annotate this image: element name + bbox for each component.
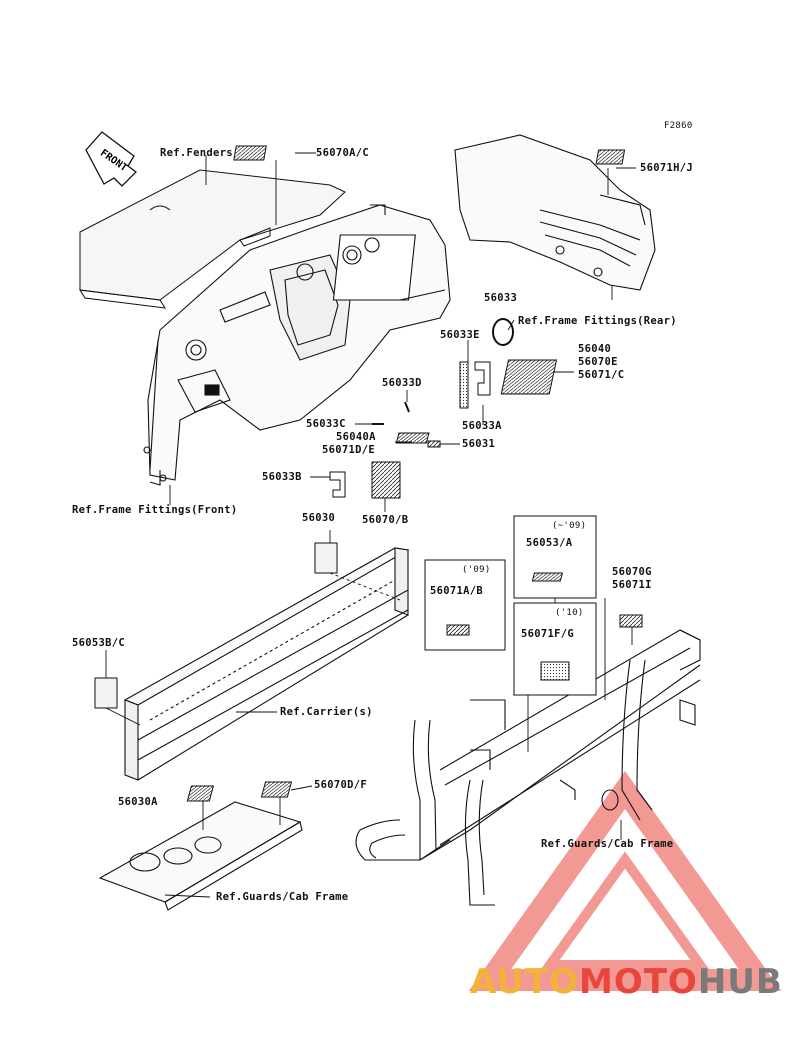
label-ref-guards-bottom: Ref.Guards/Cab Frame: [216, 891, 349, 903]
decal-56053bc: [94, 677, 118, 709]
label-box3-year: ('10): [555, 608, 584, 618]
watermark-part1: AUTO: [470, 962, 579, 1002]
label-56070g: 56070G: [612, 566, 652, 578]
tag-56031: [427, 440, 441, 448]
plate-56040a: [395, 432, 430, 444]
label-56070b: 56070/B: [362, 514, 409, 526]
label-ref-frame-rear: Ref.Frame Fittings(Rear): [518, 315, 677, 327]
label-box1-year: (~'09): [552, 521, 587, 531]
ring-56033: [492, 318, 514, 346]
decal-56070df: [260, 781, 293, 798]
label-56040a: 56040A: [336, 431, 376, 443]
watermark-part2: MOTO: [578, 962, 698, 1002]
label-56033e: 56033E: [440, 329, 480, 341]
decal-56070b: [371, 461, 401, 499]
bracket-56033a: [474, 361, 491, 396]
label-ref-carrier: Ref.Carrier(s): [280, 706, 373, 718]
label-56033: 56033: [484, 292, 518, 304]
watermark-part3: HUB: [697, 962, 783, 1002]
watermark-triangle-icon: [468, 771, 782, 991]
label-56031: 56031: [462, 438, 496, 450]
label-56053a: 56053/A: [526, 537, 573, 549]
fender-panel: [79, 169, 346, 309]
decal-56070ac: [233, 145, 267, 161]
dashboard-assembly: [143, 204, 451, 486]
label-56070df: 56070D/F: [314, 779, 367, 791]
label-56033b: 56033B: [262, 471, 302, 483]
label-56071fg: 56071F/G: [521, 628, 574, 640]
tag-56033d: [404, 401, 410, 413]
cab-frame-tubes: [355, 629, 701, 906]
label-56053bc: 56053B/C: [72, 637, 125, 649]
label-56071de: 56071D/E: [322, 444, 375, 456]
label-ref-fenders: Ref.Fenders: [160, 147, 233, 159]
watermark-logo: AUTOMOTOHUB: [470, 962, 783, 1002]
cargo-bed-wall: [123, 547, 410, 781]
label-56030a: 56030A: [118, 796, 158, 808]
front-arrow-icon: FRONT: [85, 131, 137, 187]
label-56033d: 56033D: [382, 377, 422, 389]
label-56040: 56040: [578, 343, 612, 355]
label-56030: 56030: [302, 512, 336, 524]
floor-plate: [98, 801, 303, 911]
label-56033c: 56033C: [306, 418, 346, 430]
label-box2-year: ('09): [462, 565, 491, 575]
year-box-2: [424, 559, 506, 651]
label-56071hj: 56071H/J: [640, 162, 693, 174]
leader-lines: [105, 152, 636, 898]
label-ref-frame-front: Ref.Frame Fittings(Front): [72, 504, 238, 516]
year-box-3: [513, 602, 597, 696]
plate-56040: [500, 359, 558, 395]
label-56070e: 56070E: [578, 356, 618, 368]
label-56071ab: 56071A/B: [430, 585, 483, 597]
decal-56030a: [186, 785, 215, 802]
label-56071i: 56071I: [612, 579, 652, 591]
label-56033a: 56033A: [462, 420, 502, 432]
decal-56070g: [619, 614, 643, 628]
label-ref-guards-right: Ref.Guards/Cab Frame: [541, 838, 674, 850]
decal-56071hj: [595, 149, 626, 165]
label-56070ac: 56070A/C: [316, 147, 369, 159]
label-56071c: 56071/C: [578, 369, 625, 381]
strip-56033e: [459, 361, 469, 409]
bracket-56033b: [329, 471, 346, 498]
rear-fender-panel: [454, 134, 656, 291]
diagram-code: F2860: [664, 121, 693, 131]
decal-56030: [314, 542, 338, 574]
year-box-1: [513, 515, 597, 599]
